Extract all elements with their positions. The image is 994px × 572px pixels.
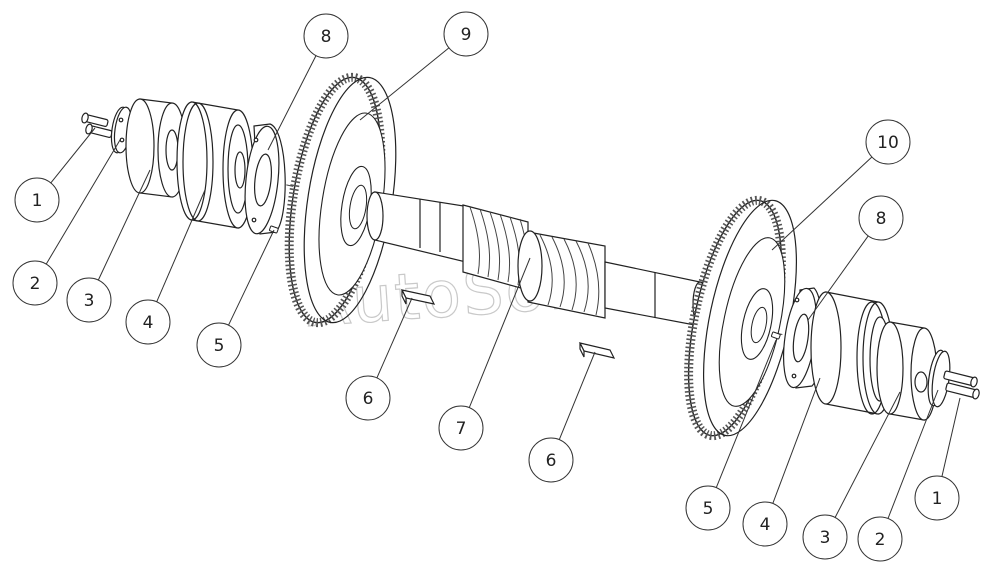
callout-c5-right: 5 xyxy=(685,485,731,531)
leader-line-c5-right xyxy=(715,339,777,488)
callout-label-c1-right: 1 xyxy=(932,489,943,509)
part-1-bolts-right xyxy=(943,370,980,400)
callout-label-c8-right: 8 xyxy=(876,209,887,229)
callout-c10: 10 xyxy=(865,119,911,165)
callout-c1-right: 1 xyxy=(914,475,960,521)
callout-c8-left: 8 xyxy=(303,13,349,59)
callout-bubbles: 1 2 3 4 5 6 7 8 9 10 8 6 5 4 3 2 1 xyxy=(12,11,960,562)
callout-c6-right: 6 xyxy=(528,437,574,483)
leader-line-c1-left xyxy=(50,127,96,184)
part-1-bolts-left xyxy=(81,112,113,138)
callout-c6-left: 6 xyxy=(345,375,391,421)
part-5-screw-right xyxy=(770,331,781,340)
callout-c4-left: 4 xyxy=(125,299,171,345)
part-6-key-right xyxy=(578,342,616,359)
callout-circle-c8-left xyxy=(303,13,349,59)
callout-circle-c1-left xyxy=(14,177,60,223)
leader-line-c4-left xyxy=(156,189,206,302)
callout-c4-right: 4 xyxy=(742,501,788,547)
callout-circle-c4-right xyxy=(742,501,788,547)
callout-circle-c6-left xyxy=(345,375,391,421)
callout-c3-left: 3 xyxy=(66,277,112,323)
leader-lines xyxy=(45,47,961,519)
leader-line-c8-left xyxy=(267,55,317,151)
callout-circle-c5-right xyxy=(685,485,731,531)
callout-circle-c8-right xyxy=(858,195,904,241)
callout-label-c6-left: 6 xyxy=(363,389,374,409)
callout-label-c7: 7 xyxy=(456,419,467,439)
leader-line-c3-left xyxy=(97,169,151,281)
callout-label-c2-left: 2 xyxy=(30,274,41,294)
leader-line-c5-left xyxy=(228,229,275,326)
callout-label-c10: 10 xyxy=(877,133,899,153)
callout-circle-c9 xyxy=(443,11,489,57)
callout-circle-c10 xyxy=(865,119,911,165)
leader-line-c3-right xyxy=(834,391,901,518)
callout-circle-c7 xyxy=(438,405,484,451)
callout-label-c1-left: 1 xyxy=(32,191,43,211)
leader-line-c6-right xyxy=(558,351,596,440)
leader-line-c7 xyxy=(468,257,531,408)
callout-circle-c3-right xyxy=(802,514,848,560)
leader-line-c10 xyxy=(771,156,873,251)
callout-label-c3-left: 3 xyxy=(84,291,95,311)
callout-c9: 9 xyxy=(443,11,489,57)
callout-circle-c5-left xyxy=(196,322,242,368)
callout-label-c4-right: 4 xyxy=(760,515,771,535)
callout-c2-left: 2 xyxy=(12,260,58,306)
callout-c3-right: 3 xyxy=(802,514,848,560)
callout-circle-c4-left xyxy=(125,299,171,345)
part-6-key-left xyxy=(400,289,436,305)
callout-label-c6-right: 6 xyxy=(546,451,557,471)
leader-line-c9 xyxy=(359,47,450,121)
callout-circle-c1-right xyxy=(914,475,960,521)
callout-label-c8-left: 8 xyxy=(321,27,332,47)
callout-circle-c3-left xyxy=(66,277,112,323)
callout-c2-right: 2 xyxy=(857,516,903,562)
leader-line-c8-right xyxy=(807,235,869,321)
part-8-flange-left xyxy=(244,123,286,235)
callout-circle-c2-right xyxy=(857,516,903,562)
leader-line-c2-right xyxy=(887,389,939,519)
callout-label-c5-right: 5 xyxy=(703,499,714,519)
leader-line-c6-left xyxy=(376,297,413,379)
part-10-large-gear xyxy=(684,195,798,441)
callout-c1-left: 1 xyxy=(14,177,60,223)
leader-line-c1-right xyxy=(941,397,961,477)
leader-line-c2-left xyxy=(45,139,121,265)
part-7-shaft xyxy=(366,191,708,327)
callout-c7: 7 xyxy=(438,405,484,451)
callout-circle-c2-left xyxy=(12,260,58,306)
callout-circle-c6-right xyxy=(528,437,574,483)
callout-c5-left: 5 xyxy=(196,322,242,368)
callout-label-c4-left: 4 xyxy=(143,313,154,333)
leader-line-c4-right xyxy=(772,377,821,504)
callout-label-c5-left: 5 xyxy=(214,336,225,356)
callout-label-c3-right: 3 xyxy=(820,528,831,548)
callout-label-c2-right: 2 xyxy=(875,530,886,550)
callout-c8-right: 8 xyxy=(858,195,904,241)
part-3-bushing-right xyxy=(876,321,938,421)
part-4-housing-left xyxy=(176,101,254,229)
callout-label-c9: 9 xyxy=(461,25,472,45)
